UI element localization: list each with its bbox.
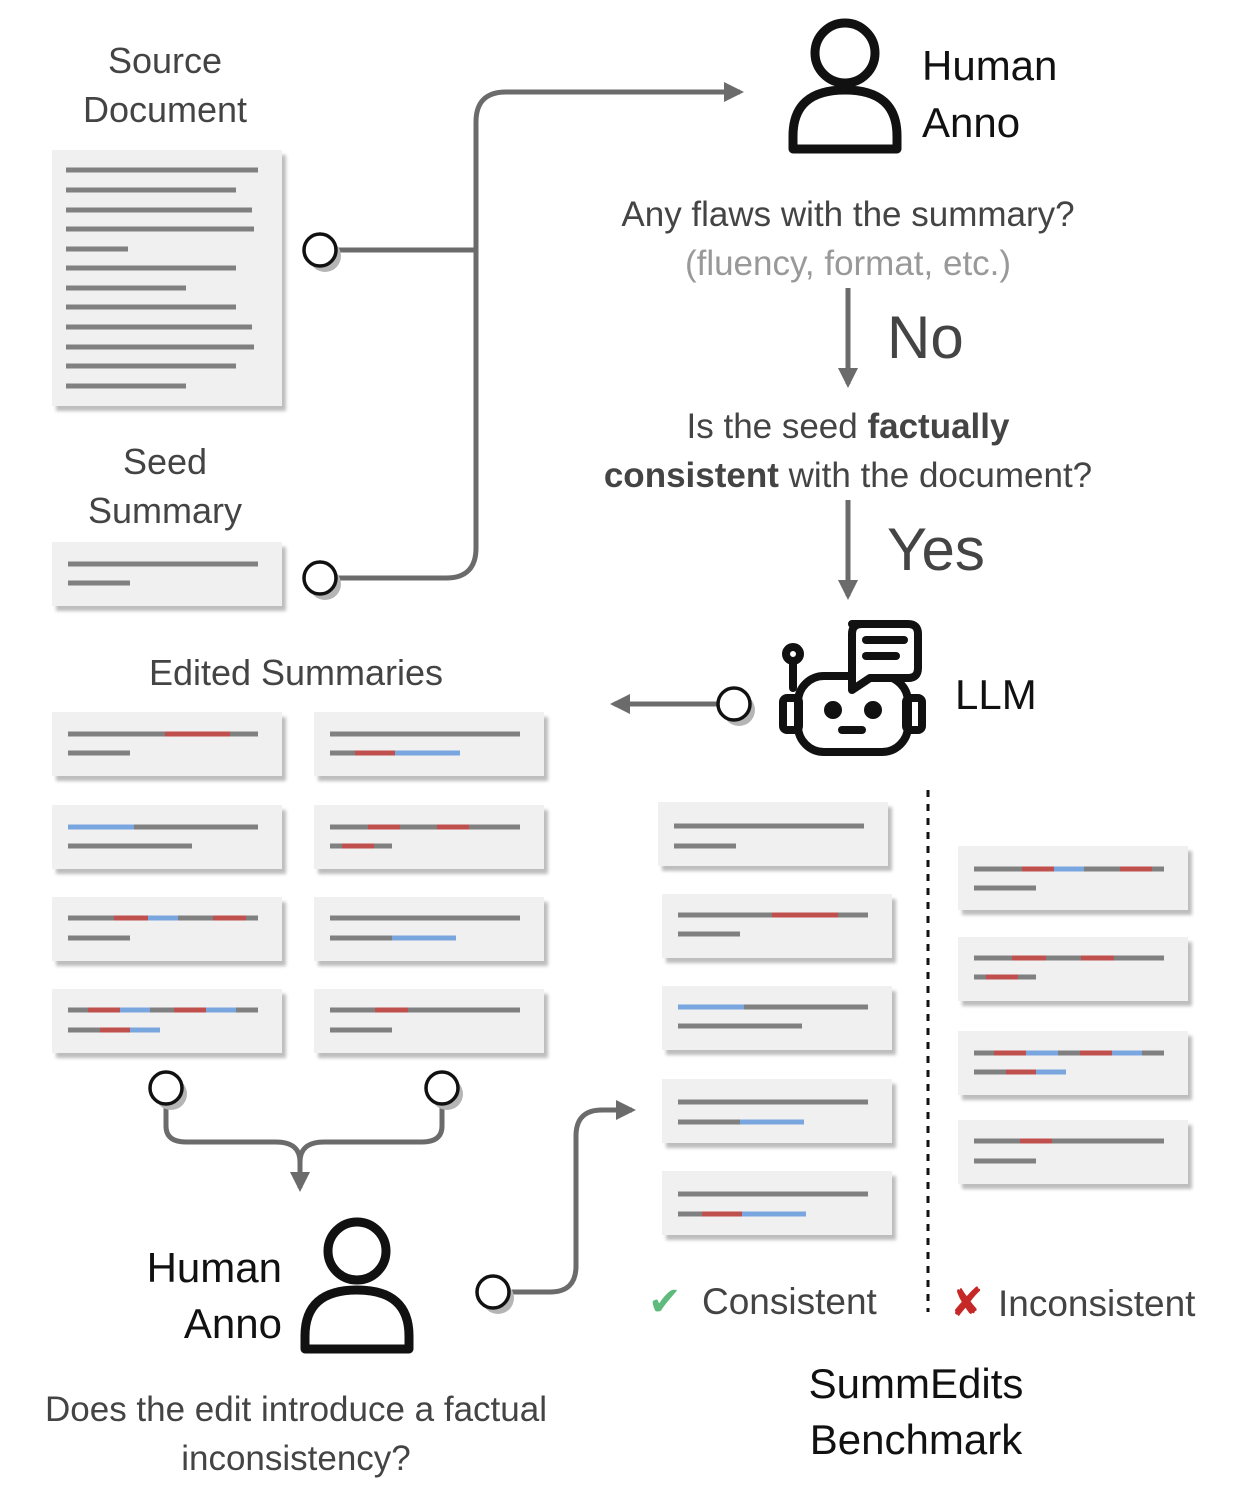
- edited-summary-card: [52, 712, 282, 776]
- edited-summary-card: [314, 805, 544, 869]
- inconsistent-summary-card: [958, 1120, 1188, 1184]
- consistent-summary-card: [662, 986, 892, 1050]
- benchmark-title-line2: Benchmark: [810, 1416, 1023, 1463]
- consistency-question-bold1: factually: [867, 407, 1010, 446]
- inconsistent-summary-card: [958, 1031, 1188, 1095]
- source-document-label-line1: Source: [108, 40, 222, 81]
- connector-node: [148, 1070, 187, 1110]
- consistent-label: Consistent: [702, 1281, 878, 1322]
- flaws-question-hint: (fluency, format, etc.): [685, 244, 1011, 283]
- seed-summary-label-line2: Summary: [88, 490, 242, 531]
- llm-label: LLM: [955, 671, 1037, 718]
- edited-summary-card: [52, 897, 282, 961]
- connector-node: [302, 232, 341, 272]
- consistent-summaries-column: [658, 802, 892, 1235]
- doc-to-annotator-connector: [337, 82, 744, 581]
- connector-node: [716, 686, 755, 726]
- answer-no: No: [887, 304, 964, 371]
- edited-summary-card: [314, 989, 544, 1053]
- edit-question-line2: inconsistency?: [181, 1439, 411, 1478]
- llm-robot-icon: [779, 620, 926, 756]
- consistency-question-line1: Is the seed factually: [687, 407, 1010, 446]
- consistent-summary-card: [658, 802, 888, 866]
- inconsistent-summary-card: [958, 937, 1188, 1001]
- seed-summary-card: [52, 542, 282, 606]
- edited-summary-card: [52, 989, 282, 1053]
- inconsistent-label: Inconsistent: [998, 1283, 1196, 1324]
- source-document-card: [52, 150, 282, 406]
- human-annotator-icon: [300, 1217, 414, 1354]
- flaws-question: Any flaws with the summary?: [621, 195, 1074, 234]
- human-anno-bottom-line1: Human: [147, 1244, 282, 1291]
- seed-summary-label-line1: Seed: [123, 441, 207, 482]
- human-anno-bottom-line2: Anno: [184, 1300, 282, 1347]
- human-anno-top-line1: Human: [922, 42, 1057, 89]
- consistency-question-bold2: consistent: [604, 456, 779, 495]
- answer-yes: Yes: [887, 516, 985, 583]
- consistent-summary-card: [662, 1079, 892, 1143]
- edited-to-annotator-connector: [163, 1104, 445, 1192]
- consistency-question-pre: Is the seed: [687, 407, 868, 446]
- human-annotator-icon: [788, 18, 902, 154]
- source-document-label-line2: Document: [83, 89, 247, 130]
- edit-question-line1: Does the edit introduce a factual: [45, 1390, 547, 1429]
- connector-node: [475, 1274, 514, 1314]
- connector-node: [302, 560, 341, 600]
- inconsistent-summary-card: [958, 846, 1188, 910]
- consistent-summary-card: [662, 1171, 892, 1235]
- edited-summary-card: [314, 712, 544, 776]
- inconsistent-summaries-column: [958, 846, 1188, 1184]
- human-anno-top-line2: Anno: [922, 99, 1020, 146]
- edited-summary-card: [52, 805, 282, 869]
- annotator-to-benchmark-connector: [512, 1100, 636, 1295]
- check-icon: ✔: [648, 1280, 682, 1324]
- cross-icon: ✘: [950, 1281, 984, 1325]
- connector-node: [424, 1070, 463, 1110]
- edited-summary-card: [314, 897, 544, 961]
- edited-summaries-title: Edited Summaries: [149, 652, 443, 693]
- consistent-summary-card: [662, 894, 892, 958]
- consistency-question-post: with the document?: [779, 456, 1092, 495]
- consistency-question-line2: consistent with the document?: [604, 456, 1092, 495]
- edited-summaries-grid: [52, 712, 544, 1053]
- benchmark-title-line1: SummEdits: [809, 1360, 1024, 1407]
